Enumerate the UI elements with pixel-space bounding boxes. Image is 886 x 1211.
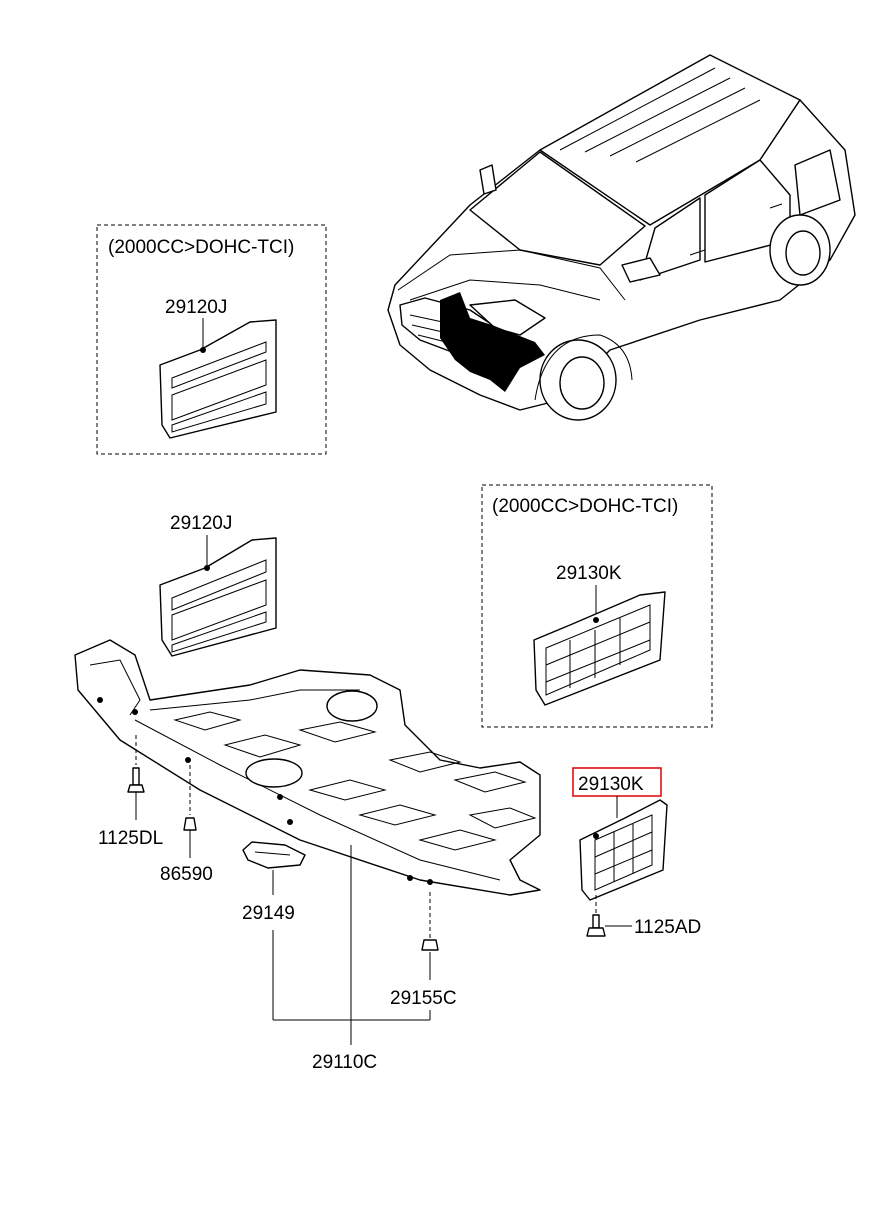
variant-condition-label: (2000CC>DOHC-TCI) xyxy=(108,237,294,258)
part-label-29120j: 29120J xyxy=(170,513,232,534)
guard-panel-29130k xyxy=(579,799,668,901)
bracket-29149 xyxy=(242,841,306,895)
guard-panel-29120j xyxy=(159,319,277,439)
guard-panel-29130k xyxy=(533,591,666,706)
part-label-1125ad: 1125AD xyxy=(634,917,701,938)
clip-86590 xyxy=(183,765,197,858)
variant-condition-label: (2000CC>DOHC-TCI) xyxy=(492,496,678,517)
part-label-29110c: 29110C xyxy=(312,1052,377,1073)
group-leader-29110c xyxy=(272,845,431,1045)
part-label-29120j: 29120J xyxy=(165,297,227,318)
variant-group-box-2: (2000CC>DOHC-TCI) 29130K xyxy=(481,484,713,728)
vehicle-illustration xyxy=(387,54,856,421)
part-label-29130k: 29130K xyxy=(556,563,622,584)
bolt-1125dl xyxy=(127,735,145,820)
part-label-29130k-highlighted: 29130K xyxy=(578,774,644,795)
part-label-29149: 29149 xyxy=(242,903,295,924)
under-cover-29110c xyxy=(74,639,541,896)
nut-29155c xyxy=(421,892,439,980)
guard-right-group: 29130K xyxy=(572,767,668,901)
bolt-1125ad xyxy=(586,895,632,937)
variant-group-box-1: (2000CC>DOHC-TCI) 29120J xyxy=(96,224,327,455)
part-label-1125dl: 1125DL xyxy=(98,828,163,849)
guard-panel-29120j xyxy=(159,537,277,657)
part-label-86590: 86590 xyxy=(160,864,213,885)
part-label-29155c: 29155C xyxy=(390,988,457,1009)
guard-left-group: 29120J xyxy=(159,513,277,657)
